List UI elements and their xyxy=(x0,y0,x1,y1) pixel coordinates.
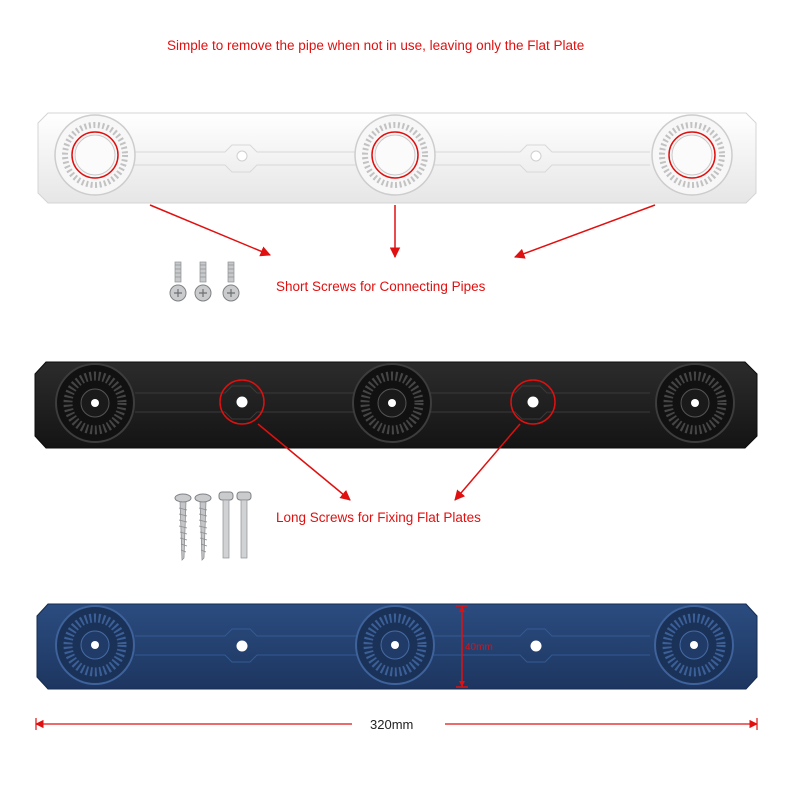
length-dimension: 320mm xyxy=(35,717,758,732)
pipe-socket-middle xyxy=(355,605,435,685)
pipe-socket-right xyxy=(654,605,734,685)
pipe-socket-left xyxy=(55,363,135,443)
long-screw xyxy=(194,493,212,561)
long-screws-caption: Long Screws for Fixing Flat Plates xyxy=(276,510,481,525)
top-caption: Simple to remove the pipe when not in us… xyxy=(167,38,585,53)
highlight-circle xyxy=(219,379,265,425)
highlight-circle xyxy=(510,379,556,425)
highlight-circle xyxy=(371,131,419,179)
short-screw xyxy=(194,261,212,302)
long-screws-arrows xyxy=(257,423,521,501)
highlight-circle xyxy=(71,131,119,179)
short-screw xyxy=(222,261,240,302)
pipe-socket-left xyxy=(55,605,135,685)
highlight-circle xyxy=(668,131,716,179)
short-screws-caption: Short Screws for Connecting Pipes xyxy=(276,279,486,294)
short-screw xyxy=(169,261,187,302)
blue-flat-plate xyxy=(36,603,758,690)
length-label: 320mm xyxy=(370,717,413,732)
pipe-socket-right xyxy=(655,363,735,443)
black-flat-plate xyxy=(34,361,758,449)
pipe-socket-middle xyxy=(352,363,432,443)
pipe-socket-middle xyxy=(354,114,436,196)
pipe-socket-right xyxy=(651,114,733,196)
short-screws-arrows xyxy=(149,204,656,259)
long-screw xyxy=(218,491,234,559)
white-flat-plate xyxy=(37,112,757,204)
long-screw xyxy=(236,491,252,559)
pipe-socket-left xyxy=(54,114,136,196)
short-screws xyxy=(169,261,240,302)
long-screws xyxy=(174,491,252,561)
height-dimension: 40mm xyxy=(456,605,493,688)
height-label: 40mm xyxy=(465,642,493,653)
long-screw xyxy=(174,493,192,561)
